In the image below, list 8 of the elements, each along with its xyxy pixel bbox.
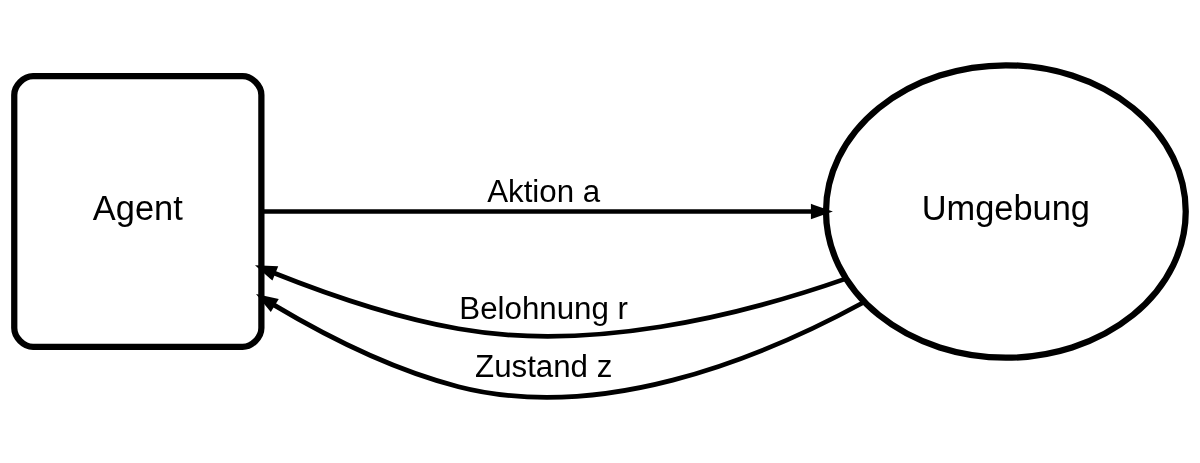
arrow xyxy=(256,294,866,400)
edge-label: Zustand z xyxy=(475,349,613,385)
edge-label: Aktion a xyxy=(487,174,601,210)
node-ellipse: Umgebung xyxy=(822,62,1189,361)
arrow xyxy=(255,265,847,339)
arrow xyxy=(261,203,833,220)
node-box: Agent xyxy=(11,73,265,350)
edge-label: Belohnung r xyxy=(459,291,629,327)
